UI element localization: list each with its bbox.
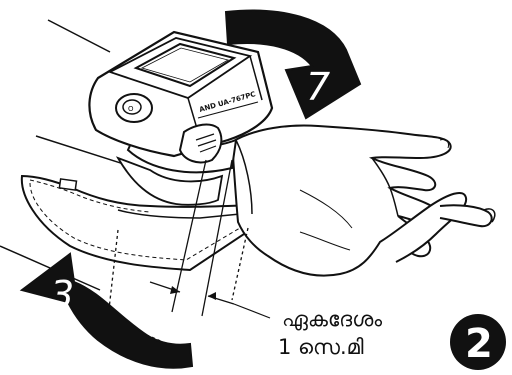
caption-line-1: ഏകദേശം (282, 307, 382, 331)
measure-arrowhead-right (208, 292, 216, 300)
forearm-upper-line (48, 20, 110, 52)
curved-arrow-left-icon: 3 (22, 254, 192, 368)
hand (232, 126, 495, 276)
measurement-caption: ഏകദേശം 1 സെ.മി (278, 307, 382, 359)
caption-leader-line (234, 304, 270, 318)
hand-outline (232, 126, 451, 276)
step-3-label: 3 (50, 273, 74, 317)
svg-text:O: O (128, 105, 134, 113)
step-1-label: 7 (306, 65, 330, 109)
cuff-tab (59, 179, 76, 190)
measure-arrowhead-left (170, 286, 180, 294)
caption-line-2: 1 സെ.മി (278, 335, 364, 359)
step-badge: 2 (450, 314, 506, 370)
power-button-icon: O (116, 94, 152, 122)
cuff-connector (180, 125, 221, 163)
step-badge-number: 2 (465, 321, 493, 367)
